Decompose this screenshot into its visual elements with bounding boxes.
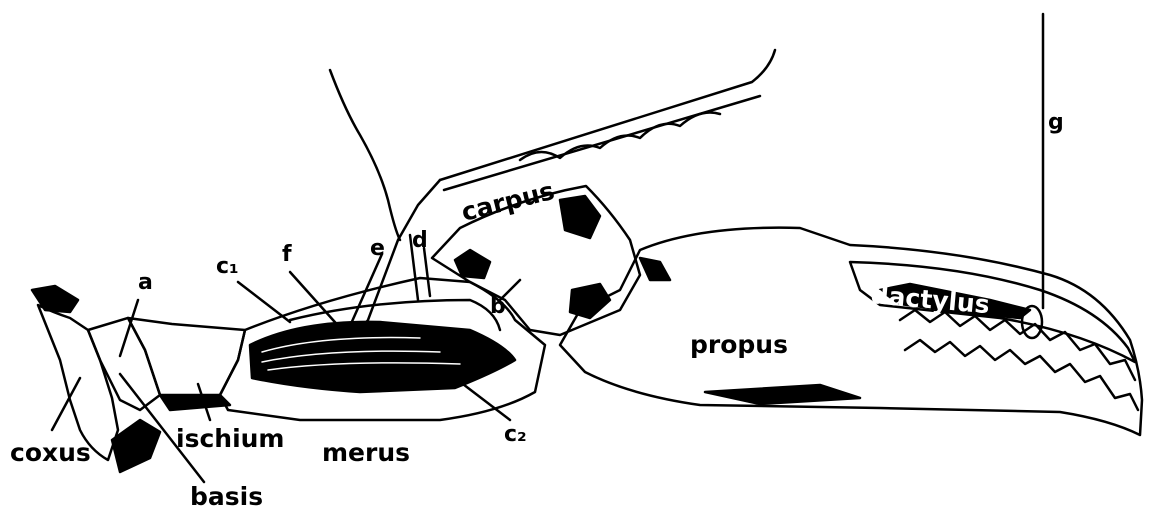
label-g: g <box>1048 112 1064 134</box>
label-propus: propus <box>690 332 788 357</box>
label-c2: c₂ <box>504 424 527 446</box>
carpus-dark <box>560 196 600 238</box>
label-a: a <box>138 272 153 294</box>
wire-e <box>330 70 400 240</box>
propus-teeth <box>905 340 1138 410</box>
leader-c2 <box>455 378 510 420</box>
apparatus-rod-upper <box>440 50 775 180</box>
label-c1: c₁ <box>216 256 239 278</box>
ischium-shape <box>128 318 245 402</box>
label-merus: merus <box>322 440 410 465</box>
ischium-band <box>160 395 230 410</box>
wire-d <box>352 180 440 340</box>
label-e: e <box>370 238 385 260</box>
propus-joint-dark <box>640 258 670 280</box>
label-d: d <box>412 230 428 252</box>
propus-dark-mark <box>705 385 860 404</box>
apparatus-rod-twist <box>520 113 720 161</box>
coxus-dark-base <box>112 420 160 472</box>
leader-f <box>290 272 342 330</box>
leader-e <box>350 254 382 326</box>
label-coxus: coxus <box>10 440 91 465</box>
carpus-joint-dark <box>455 250 490 278</box>
leader-d <box>424 248 430 296</box>
carpus-joint-dark2 <box>570 284 610 318</box>
label-f: f <box>282 244 292 266</box>
label-ischium: ischium <box>176 426 284 451</box>
leader-a <box>120 300 138 356</box>
leader-c1 <box>238 282 290 322</box>
apparatus-rod-lower <box>444 96 760 190</box>
label-basis: basis <box>190 484 263 509</box>
label-b: b <box>490 296 506 318</box>
